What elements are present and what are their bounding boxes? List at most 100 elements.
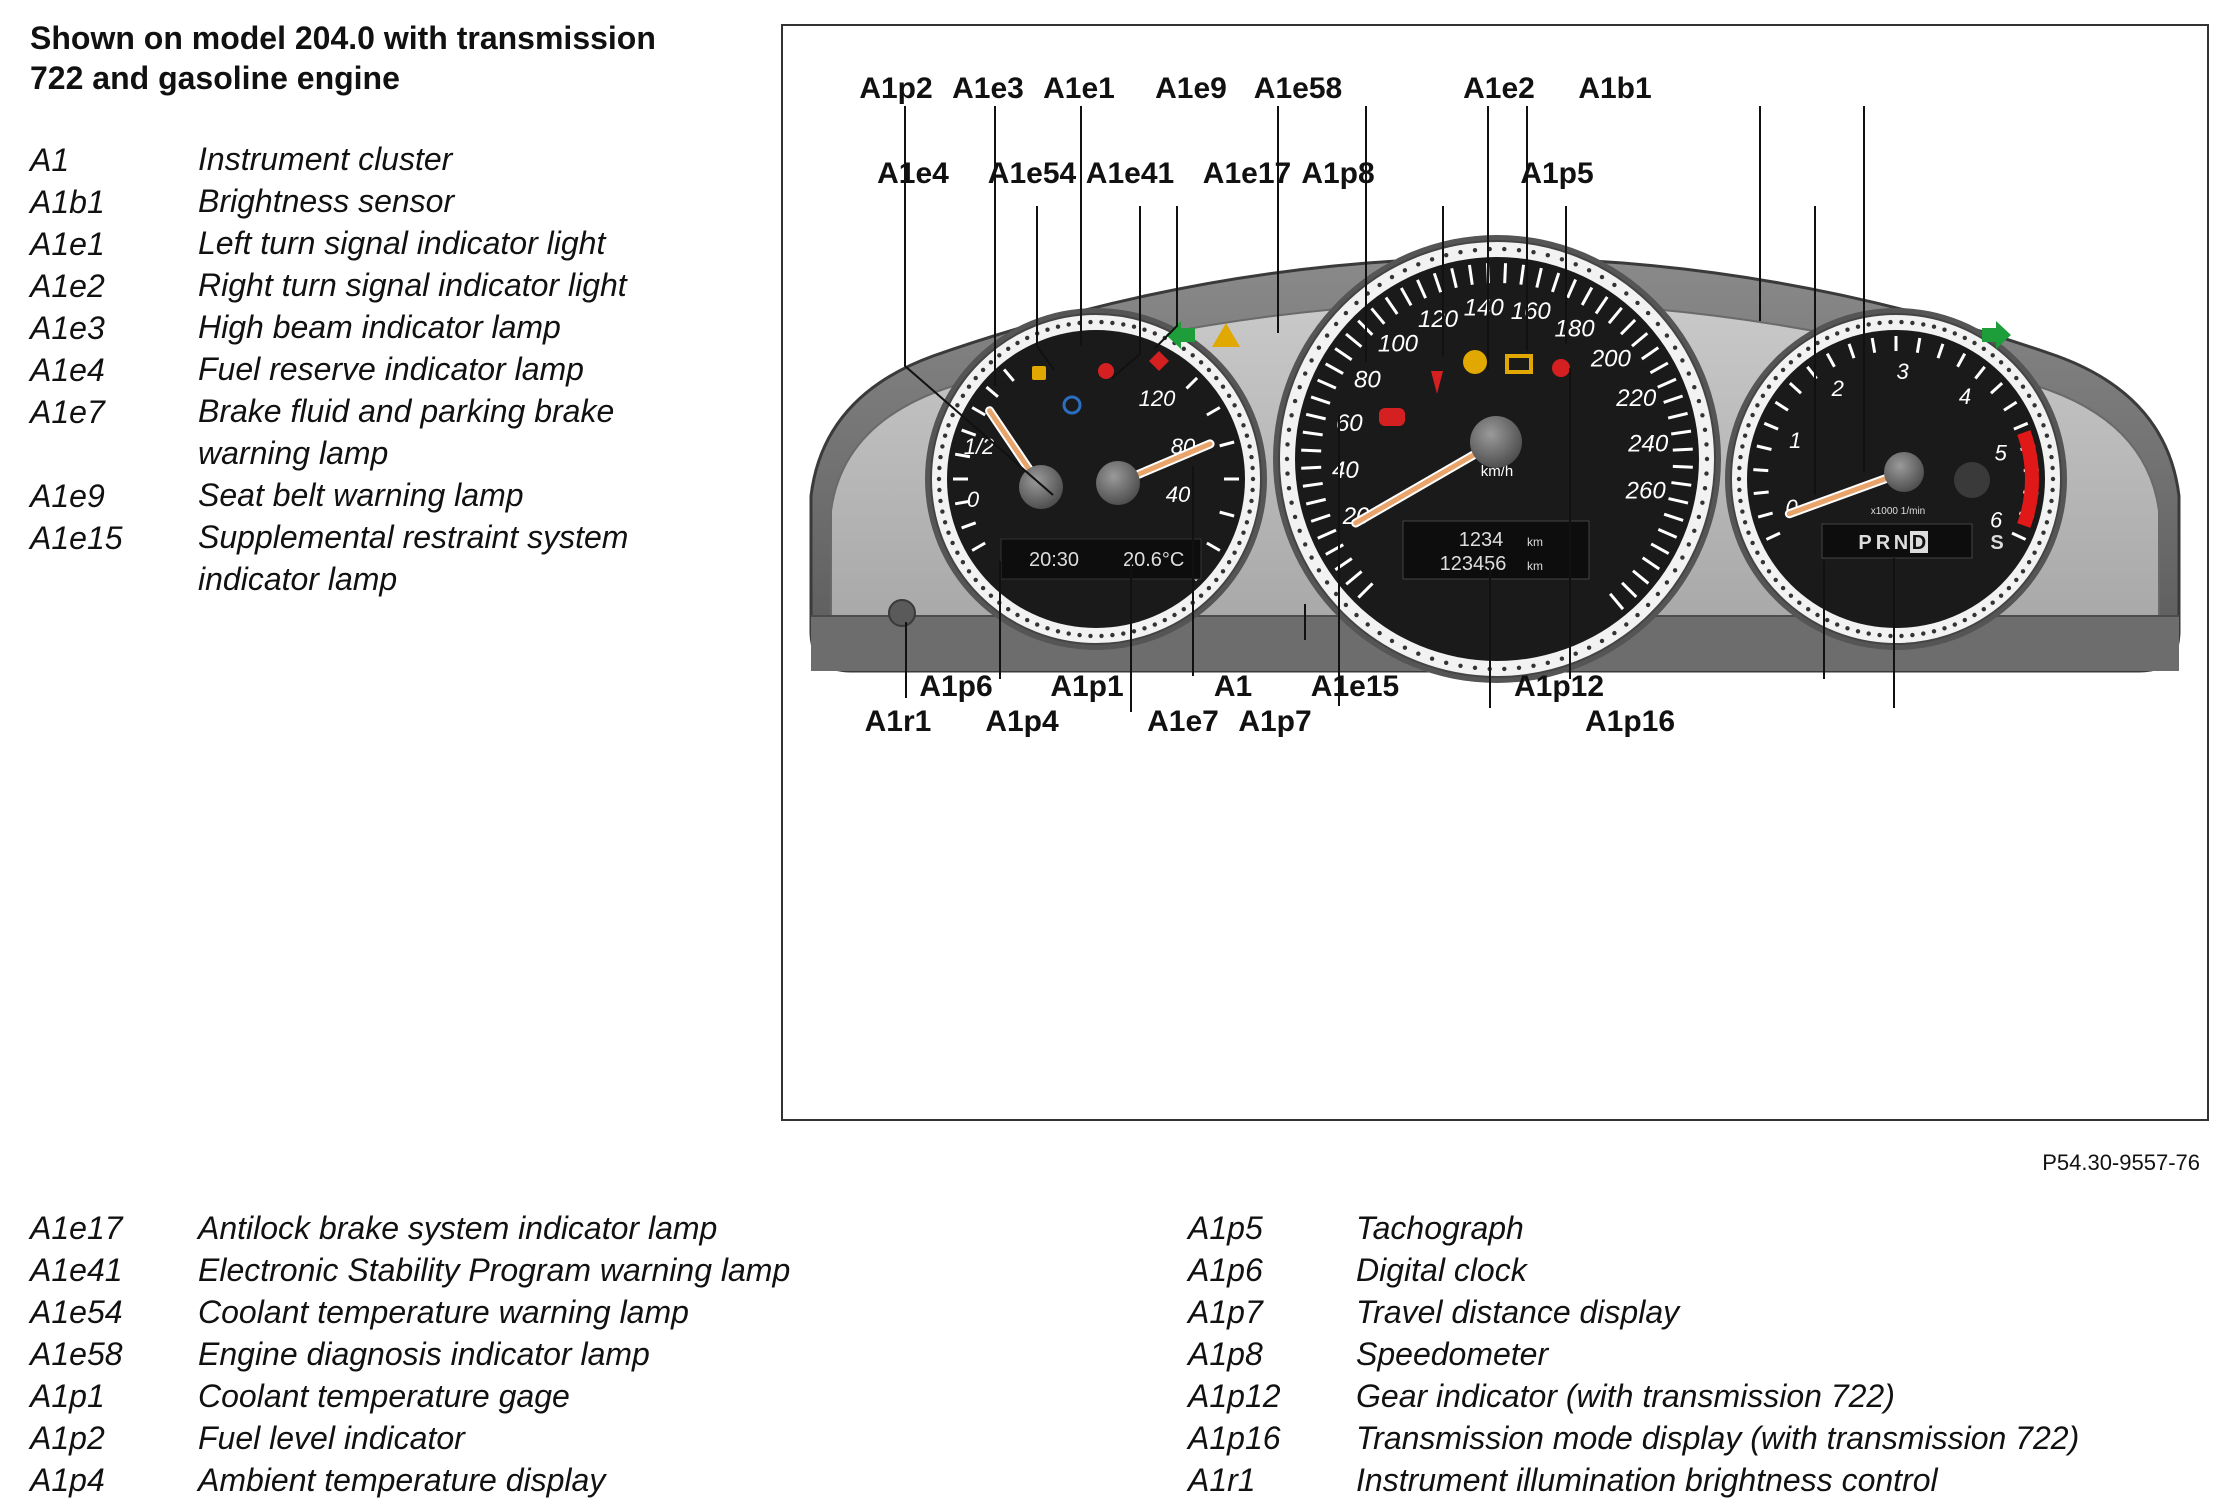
legend-description: Digital clock xyxy=(1356,1252,1527,1288)
speedometer-ring-dot xyxy=(1389,274,1395,280)
rpm-tick xyxy=(1825,352,1836,368)
tachometer-ring-dot xyxy=(2006,367,2012,373)
title-line-1: Shown on model 204.0 with transmission xyxy=(30,20,656,56)
left-gauge-ring-dot xyxy=(1099,633,1104,639)
left-gauge-ring-dot xyxy=(960,393,966,398)
abs-lamp-icon xyxy=(1463,350,1487,374)
speedometer-ring-dot xyxy=(1297,385,1302,390)
speedometer-ring-dot xyxy=(1429,257,1435,262)
left-gauge-ring-dot xyxy=(1226,560,1232,565)
rpm-tick xyxy=(1956,352,1967,368)
speed-label: 120 xyxy=(1418,306,1459,333)
odometer-unit: km xyxy=(1527,559,1543,573)
speedometer-ring-dot xyxy=(1645,602,1651,608)
rpm-label: 6 xyxy=(1990,507,2003,532)
legend-description: Right turn signal indicator light xyxy=(198,267,627,303)
left-gauge-ring-dot xyxy=(1172,612,1177,618)
gear-letter: N xyxy=(1894,532,1908,554)
speedometer-ring-dot xyxy=(1285,442,1290,447)
left-gauge-ring-dot xyxy=(950,412,955,418)
gear-letter-selected: D xyxy=(1912,532,1926,554)
legend-description: Fuel reserve indicator lamp xyxy=(198,351,584,387)
tachometer-ring-dot xyxy=(1942,327,1947,332)
tachometer-ring-dot xyxy=(2049,498,2054,504)
speed-tick xyxy=(1370,307,1386,325)
callout-label: A1r1 xyxy=(865,705,932,738)
left-gauge-ring-dot xyxy=(1226,393,1232,398)
legend-code: A1e3 xyxy=(30,310,105,346)
left-gauge-ring-dot xyxy=(1244,520,1250,525)
left-gauge-ring-dot xyxy=(1025,335,1030,341)
legend-description: High beam indicator lamp xyxy=(198,309,561,345)
left-gauge-ring-dot xyxy=(997,353,1002,358)
speedometer-ring-dot xyxy=(1692,528,1697,533)
left-gauge-ring-dot xyxy=(1237,540,1242,546)
ambient-temp-text: 20.6°C xyxy=(1123,549,1184,571)
tachometer-ring-dot xyxy=(2041,530,2046,535)
tachometer-ring-dot xyxy=(1746,530,1751,535)
speed-tick xyxy=(1317,528,1337,540)
temp-tick xyxy=(1185,376,1199,390)
tachometer-ring-dot xyxy=(1788,593,1794,598)
speedometer-ring-dot xyxy=(1664,580,1670,585)
left-display xyxy=(1000,538,1202,580)
rpm-tick xyxy=(1847,343,1856,359)
speed-tick xyxy=(1324,362,1344,375)
tachometer-ring-dot xyxy=(2006,585,2012,591)
callout-label: A1e17 xyxy=(1203,157,1291,190)
speedometer-ring-dot xyxy=(1502,666,1507,672)
left-gauge-ring-dot xyxy=(960,560,966,565)
callout-label: A1p6 xyxy=(919,670,992,703)
tachometer-ring-dot xyxy=(2041,423,2046,428)
speed-label: 180 xyxy=(1555,315,1596,342)
speedometer-ring-dot xyxy=(1324,333,1330,338)
title-line-2: 722 and gasoline engine xyxy=(30,60,400,96)
engine-diagnosis-lamp-icon xyxy=(1505,354,1533,374)
tachometer-ring-dot xyxy=(2026,393,2032,398)
speed-tick xyxy=(1334,347,1353,361)
tachometer-ring-dot xyxy=(1910,632,1915,638)
speedometer-ring-dot xyxy=(1645,310,1651,316)
speedometer-ring-dot xyxy=(1292,398,1298,404)
speedometer-ring-dot xyxy=(1612,282,1617,288)
speedometer-ring-dot xyxy=(1531,663,1536,668)
speedometer-ring-dot xyxy=(1702,486,1708,491)
speed-label: 160 xyxy=(1511,298,1552,325)
legend-code: A1e9 xyxy=(30,478,105,514)
callout-label: A1p7 xyxy=(1238,705,1311,738)
left-gauge-ring-dot xyxy=(1249,454,1254,460)
left-gauge-dial-face xyxy=(947,330,1245,628)
rpm-label: 4 xyxy=(1959,384,1971,409)
speedometer-ring-dot xyxy=(1444,660,1449,665)
left-gauge-ring-dot xyxy=(1142,626,1147,631)
speedometer-ring-dot xyxy=(1416,651,1421,656)
callout-label: A1e1 xyxy=(1043,72,1115,105)
speedometer-ring-dot xyxy=(1704,442,1709,447)
speedometer-ring-dot xyxy=(1289,500,1294,505)
left-gauge-ring-dot xyxy=(937,465,942,471)
speedometer-ring-dot xyxy=(1333,321,1339,327)
callout-leader-line xyxy=(1111,206,1141,379)
tachometer-ring-dot xyxy=(1773,375,1778,381)
legend-code: A1p8 xyxy=(1188,1336,1263,1372)
speedometer-ring-dot xyxy=(1545,660,1550,665)
rpm-tick xyxy=(1765,531,1781,541)
legend-code: A1e15 xyxy=(30,520,123,556)
speed-tick xyxy=(1305,412,1326,421)
legend-description-continued: indicator lamp xyxy=(198,561,398,597)
fuel-empty-label: 0 xyxy=(967,487,980,512)
tachometer-ring-dot xyxy=(1845,327,1850,332)
tachometer-ring-dot xyxy=(1990,353,1995,358)
legend-description: Instrument cluster xyxy=(198,141,453,177)
speed-tick xyxy=(1302,430,1323,437)
left-gauge-ring-dot xyxy=(1250,487,1255,493)
legend-description: Gear indicator (with transmission 722) xyxy=(1356,1378,1895,1414)
fuel-tick xyxy=(961,521,977,530)
speed-tick xyxy=(1384,296,1399,315)
gear-display xyxy=(1821,523,1973,559)
left-gauge-ring-dot xyxy=(1121,631,1126,636)
tachometer-ring-dot xyxy=(1825,617,1830,623)
